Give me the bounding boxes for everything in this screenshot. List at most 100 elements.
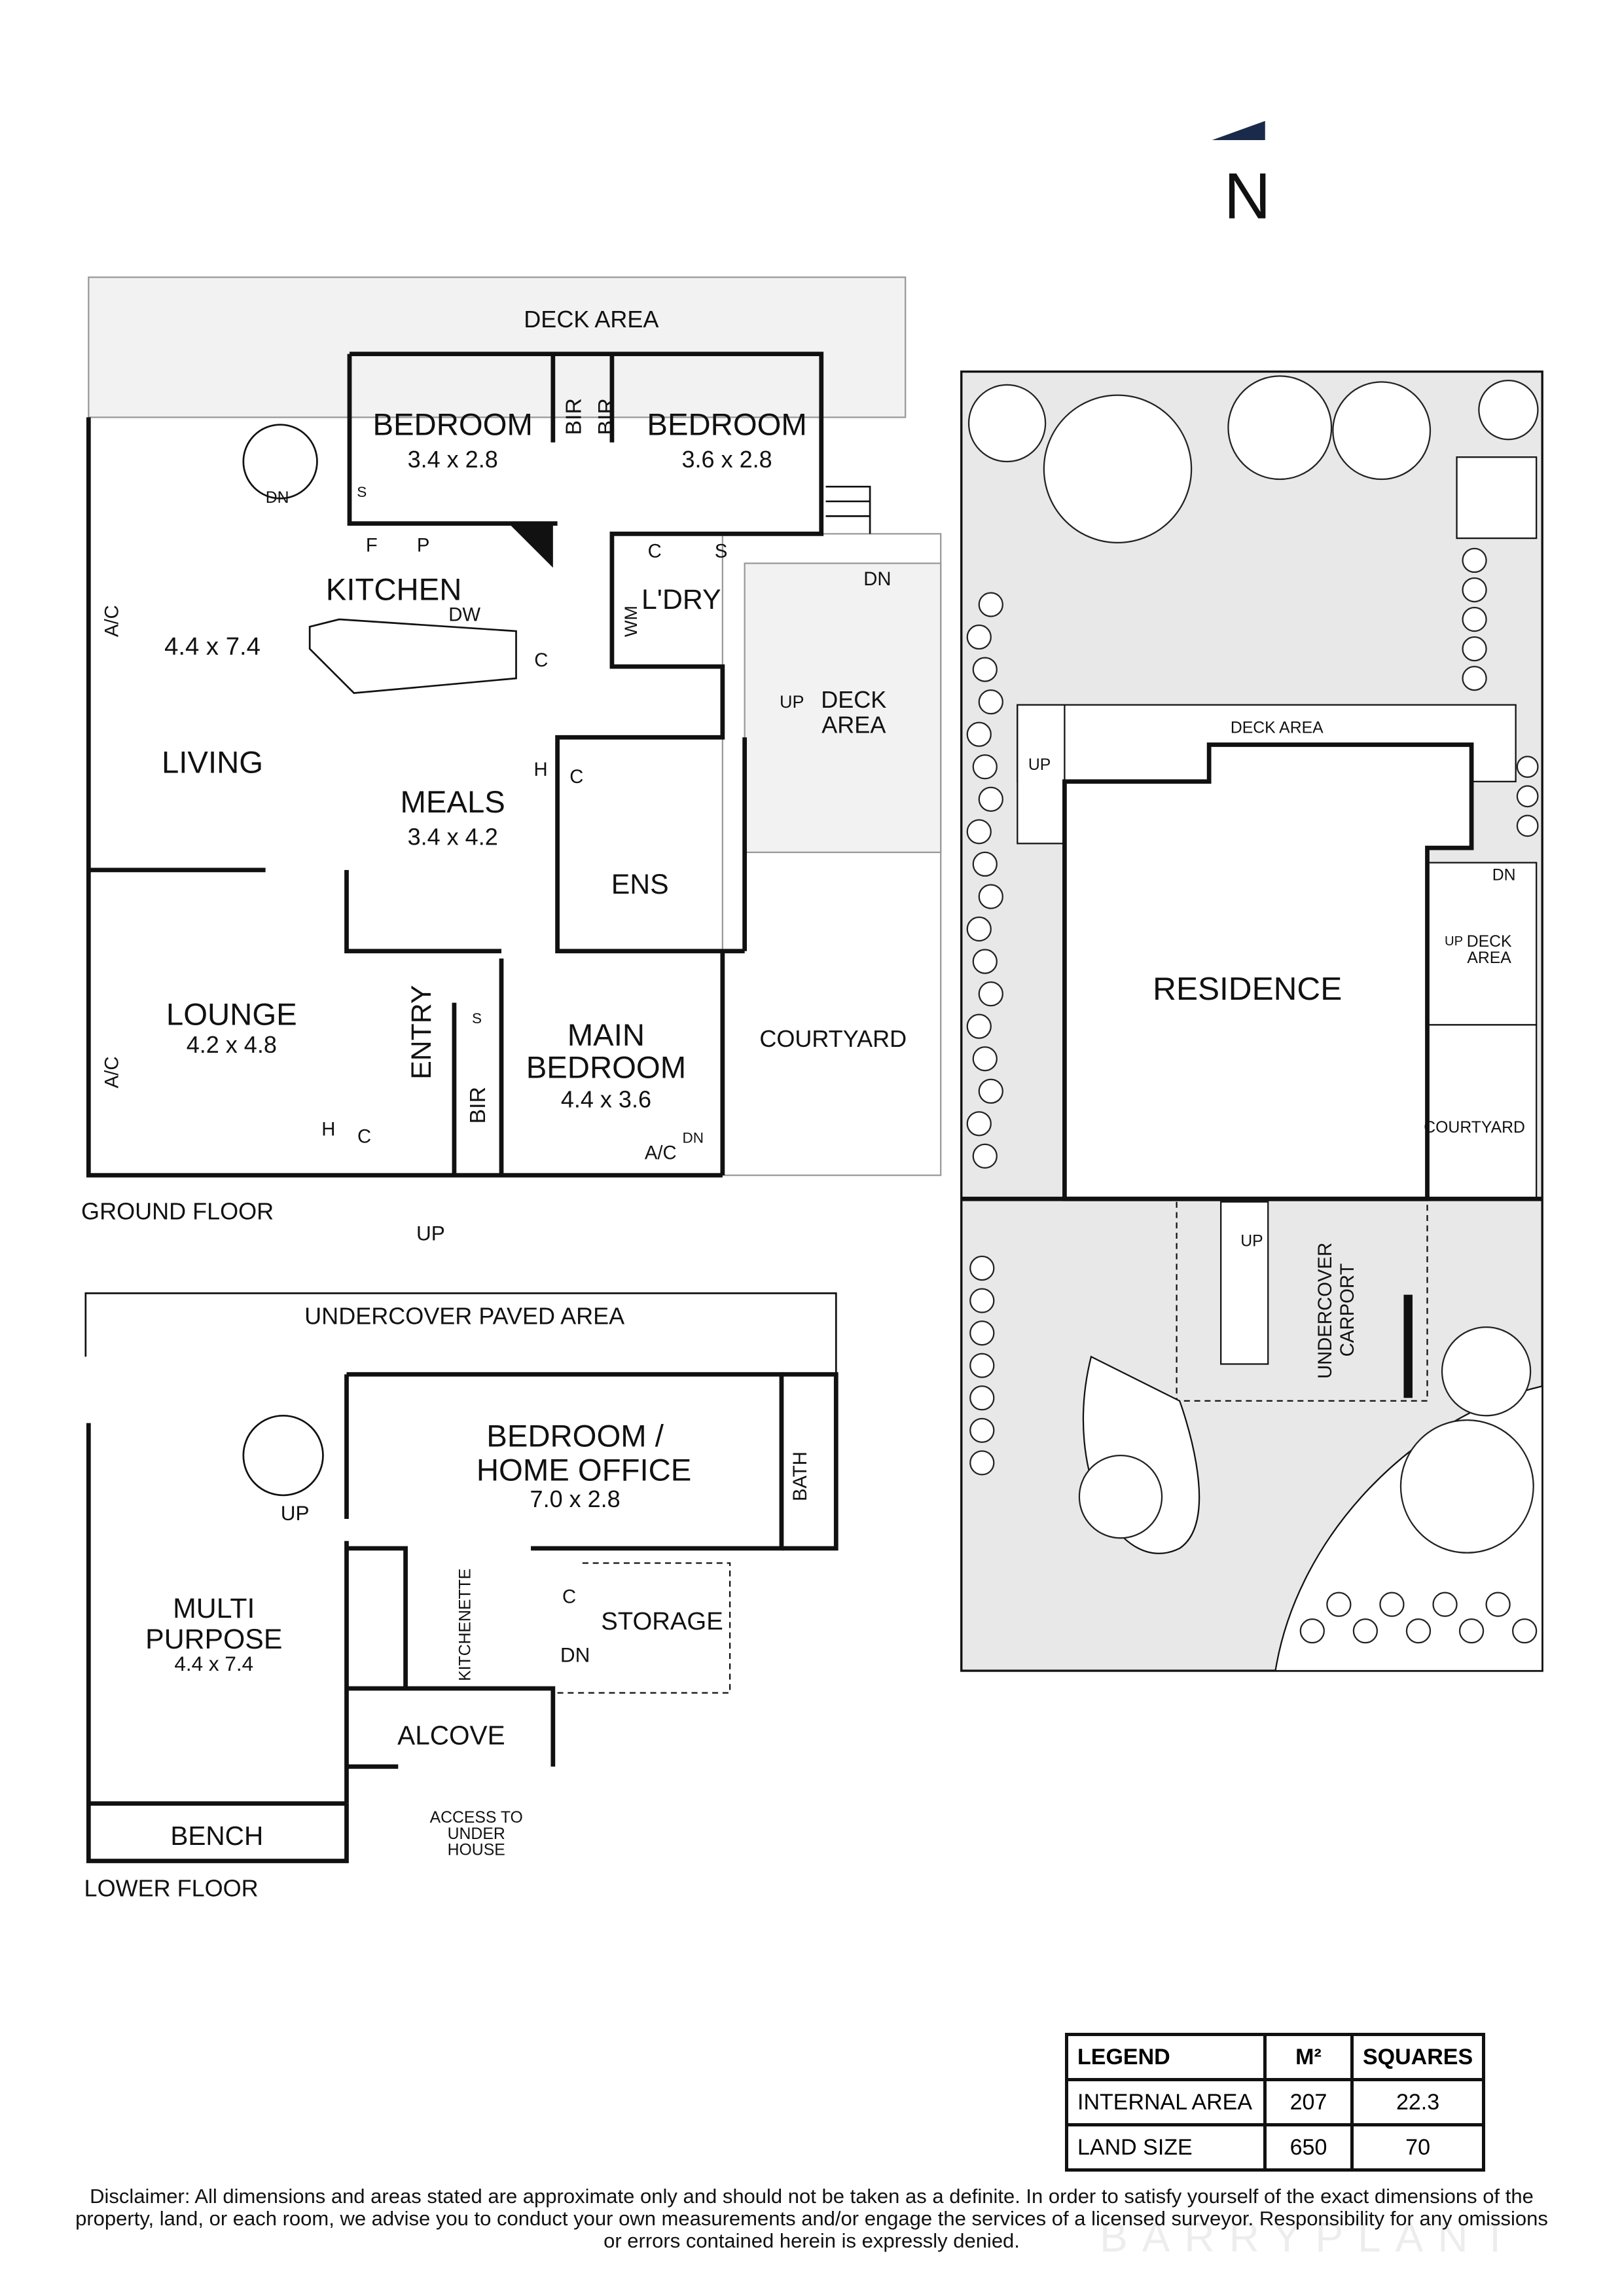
undercover-paved-label: UNDERCOVER PAVED AREA — [304, 1303, 624, 1330]
p-label: P — [417, 534, 430, 556]
access-label-1: ACCESS TO — [430, 1809, 523, 1827]
laundry-label: L'DRY — [641, 584, 721, 615]
bath-label: BATH — [789, 1451, 811, 1501]
land-size-label: LAND SIZE — [1065, 2123, 1267, 2172]
c3-label: C — [569, 766, 583, 788]
tree-icon — [978, 981, 1003, 1007]
residence-label: RESIDENCE — [1153, 970, 1342, 1007]
tree-icon — [978, 884, 1003, 909]
tree-icon — [972, 1143, 998, 1169]
dn3-label: DN — [683, 1130, 704, 1146]
c2-label: C — [648, 540, 662, 562]
c1-label: C — [534, 649, 548, 671]
bir1-label: BIR — [562, 398, 586, 435]
tree-icon — [969, 1255, 995, 1281]
lower-up-label: UP — [281, 1501, 310, 1525]
site-deck-side-1: DECK — [1467, 933, 1512, 951]
tree-icon — [972, 657, 998, 682]
bedroom1-label: BEDROOM — [372, 407, 532, 442]
tree-icon — [1462, 636, 1487, 662]
main-bedroom-label-1: MAIN — [568, 1018, 645, 1053]
table-row: LAND SIZE 650 70 — [1065, 2123, 1486, 2172]
bir3-label: BIR — [465, 1087, 490, 1123]
tree-icon — [1227, 375, 1333, 481]
trees — [966, 375, 1539, 1644]
h1-label: H — [534, 759, 548, 780]
tree-icon — [1399, 1419, 1534, 1554]
c4-label: C — [357, 1126, 371, 1148]
bir2-label: BIR — [594, 398, 619, 435]
multi-purpose-label-1: MULTI — [173, 1593, 255, 1624]
tree-icon — [978, 689, 1003, 715]
living-size: 4.4 x 7.4 — [164, 632, 261, 661]
site-courtyard-label: COURTYARD — [1424, 1119, 1525, 1137]
tree-icon — [972, 754, 998, 780]
wm-label: WM — [621, 606, 641, 637]
dn2-label: DN — [266, 489, 289, 507]
tree-icon — [966, 1111, 992, 1137]
ac2-label: A/C — [101, 1056, 122, 1088]
f-label: F — [366, 534, 378, 556]
courtyard-label: COURTYARD — [759, 1025, 907, 1052]
internal-area-squares: 22.3 — [1350, 2078, 1486, 2126]
lower-floor-plan: UNDERCOVER PAVED AREA BEDROOM / HOME OFF… — [84, 1292, 838, 1902]
site-up1-label: UP — [1028, 756, 1051, 774]
ac1-label: A/C — [101, 605, 122, 637]
north-label: N — [1224, 160, 1271, 232]
squares-header: SQUARES — [1350, 2033, 1486, 2081]
kitchenette-label: KITCHENETTE — [457, 1569, 475, 1681]
lower-floor-title: LOWER FLOOR — [84, 1875, 259, 1902]
lounge-label: LOUNGE — [166, 997, 297, 1032]
site-deck-side-2: AREA — [1467, 949, 1511, 967]
alcove-label: ALCOVE — [397, 1721, 505, 1751]
legend-header-row: LEGEND M² SQUARES — [1065, 2033, 1486, 2081]
tree-icon — [969, 1353, 995, 1378]
tree-icon — [1516, 756, 1539, 778]
tree-icon — [1512, 1618, 1538, 1644]
deck-area-side-label-1: DECK — [821, 686, 886, 713]
disclaimer: Disclaimer: All dimensions and areas sta… — [75, 2185, 1548, 2252]
dw-label: DW — [448, 604, 480, 625]
north-arrow-icon — [1212, 120, 1265, 140]
tree-icon — [969, 1417, 995, 1443]
north-compass: N — [1212, 120, 1271, 232]
site-deck-area-label: DECK AREA — [1231, 719, 1324, 737]
meals-label: MEALS — [400, 785, 505, 820]
watermark-logo: BARRYPLANT — [1100, 2214, 1523, 2261]
entry-label: ENTRY — [406, 985, 437, 1080]
access-label-3: HOUSE — [448, 1842, 505, 1859]
tree-icon — [1516, 814, 1539, 837]
table-row: INTERNAL AREA 207 22.3 — [1065, 2078, 1486, 2126]
tree-icon — [1078, 1455, 1163, 1539]
tree-icon — [1405, 1618, 1432, 1644]
meals-size: 3.4 x 4.2 — [408, 824, 498, 850]
tree-icon — [1485, 1592, 1511, 1617]
multi-purpose-label-2: PURPOSE — [145, 1624, 282, 1655]
tree-icon — [978, 786, 1003, 812]
lounge-size: 4.2 x 4.8 — [187, 1031, 277, 1058]
tree-icon — [1458, 1618, 1485, 1644]
tree-icon — [972, 851, 998, 877]
tree-icon — [978, 592, 1003, 617]
tree-icon — [969, 1385, 995, 1411]
bedroom-office-label-2: HOME OFFICE — [477, 1453, 691, 1487]
dn1-label: DN — [863, 568, 891, 590]
tree-icon — [969, 1450, 995, 1476]
bedroom1-size: 3.4 x 2.8 — [408, 446, 498, 473]
site-up3-label: UP — [1240, 1232, 1263, 1250]
tree-icon — [1432, 1592, 1458, 1617]
ground-floor-plan: DECK AREA BEDROOM 3.4 x 2.8 BEDROOM 3.6 … — [81, 276, 942, 1245]
tree-icon — [967, 384, 1047, 463]
deck-area-side-label-2: AREA — [821, 711, 886, 738]
tree-icon — [1326, 1592, 1352, 1617]
bench-label: BENCH — [170, 1821, 263, 1851]
internal-area-m2: 207 — [1263, 2078, 1354, 2126]
carport-label-1: UNDERCOVER — [1314, 1243, 1336, 1379]
tree-icon — [972, 949, 998, 974]
s2-label: S — [715, 540, 728, 562]
up2-label: UP — [416, 1221, 445, 1245]
legend-header: LEGEND — [1065, 2033, 1267, 2081]
site-dn-label: DN — [1492, 867, 1516, 884]
main-bedroom-size: 4.4 x 3.6 — [561, 1086, 651, 1113]
